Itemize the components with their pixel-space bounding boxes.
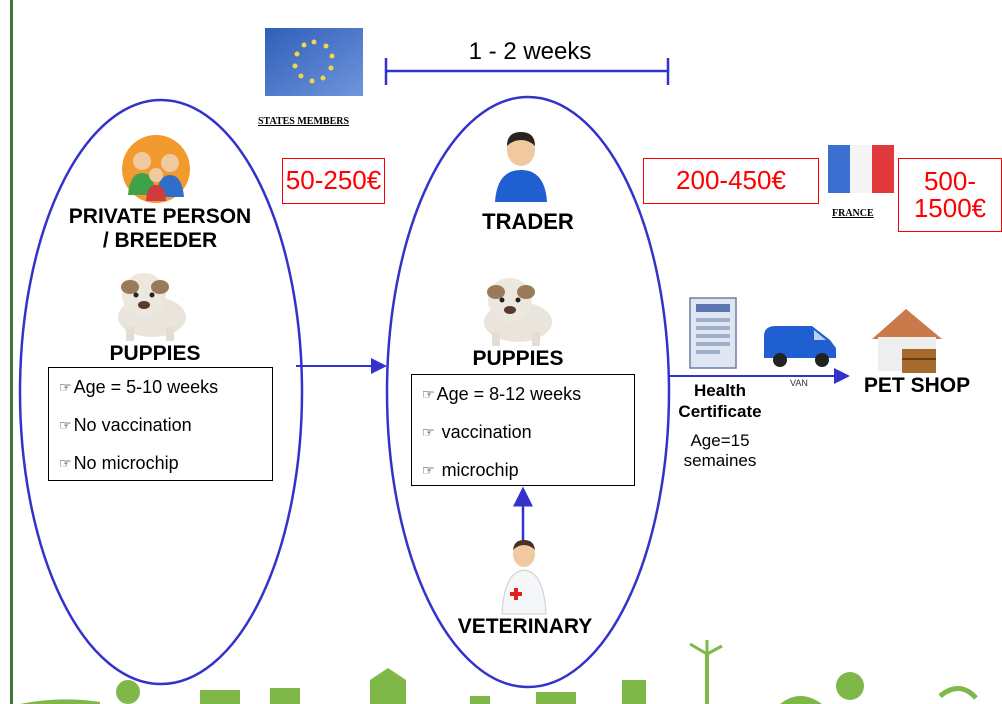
left-accent-bar — [10, 0, 13, 704]
pointing-hand-icon: ☞ — [59, 416, 72, 433]
list-item: ☞ vaccination — [412, 413, 634, 451]
house-icon — [872, 309, 942, 373]
trader-puppy-facts: ☞Age = 8-12 weeks ☞ vaccination ☞ microc… — [411, 374, 635, 486]
price-pet-shop: 500- 1500€ — [898, 158, 1002, 232]
pointing-hand-icon: ☞ — [422, 423, 435, 440]
van-icon — [764, 326, 836, 367]
breeder-fact-microchip: No microchip — [73, 452, 179, 473]
breeder-puppies-label: PUPPIES — [109, 342, 201, 365]
family-icon — [122, 135, 190, 203]
trader-fact-microchip: microchip — [436, 459, 519, 480]
trader-title: TRADER — [482, 209, 574, 234]
breeder-fact-age: Age = 5-10 weeks — [73, 376, 219, 397]
puppy-icon — [484, 278, 552, 346]
price-breeder-to-trader: 50-250€ — [282, 158, 385, 204]
list-item: ☞No microchip — [49, 444, 272, 482]
certificate-icon — [689, 297, 737, 369]
pet-shop-label: PET SHOP — [863, 374, 971, 397]
pointing-hand-icon: ☞ — [422, 461, 435, 478]
veterinary-label: VETERINARY — [457, 615, 593, 638]
pointing-hand-icon: ☞ — [59, 454, 72, 471]
duration-bracket — [384, 58, 670, 85]
person-icon — [495, 132, 547, 202]
list-item: ☞Age = 5-10 weeks — [49, 368, 272, 406]
price-trader-to-shop: 200-450€ — [643, 158, 819, 204]
pointing-hand-icon: ☞ — [59, 378, 72, 395]
van-label: VAN — [790, 378, 808, 388]
trader-ellipse — [385, 95, 671, 689]
france-flag-icon — [828, 145, 894, 193]
breeder-fact-vaccination: No vaccination — [73, 414, 192, 435]
puppy-icon — [118, 273, 186, 341]
trader-fact-age: Age = 8-12 weeks — [436, 383, 582, 404]
doctor-icon — [501, 540, 547, 615]
certificate-age-note: Age=15 semaines — [683, 431, 757, 471]
eco-skyline-decoration — [20, 640, 978, 704]
breeder-ellipse — [18, 98, 304, 686]
list-item: ☞Age = 8-12 weeks — [412, 375, 634, 413]
trader-fact-vaccination: vaccination — [436, 421, 532, 442]
eu-caption: STATES MEMBERS — [258, 116, 350, 127]
breeder-puppy-facts: ☞Age = 5-10 weeks ☞No vaccination ☞No mi… — [48, 367, 273, 481]
pointing-hand-icon: ☞ — [422, 385, 435, 402]
eu-flag-icon — [265, 28, 363, 96]
duration-label: 1 - 2 weeks — [468, 38, 592, 65]
list-item: ☞ microchip — [412, 451, 634, 489]
list-item: ☞No vaccination — [49, 406, 272, 444]
trader-puppies-label: PUPPIES — [472, 347, 564, 370]
certificate-title: Health Certificate — [678, 381, 762, 422]
breeder-title: PRIVATE PERSON / BREEDER — [68, 205, 252, 253]
france-caption: FRANCE — [832, 208, 874, 219]
